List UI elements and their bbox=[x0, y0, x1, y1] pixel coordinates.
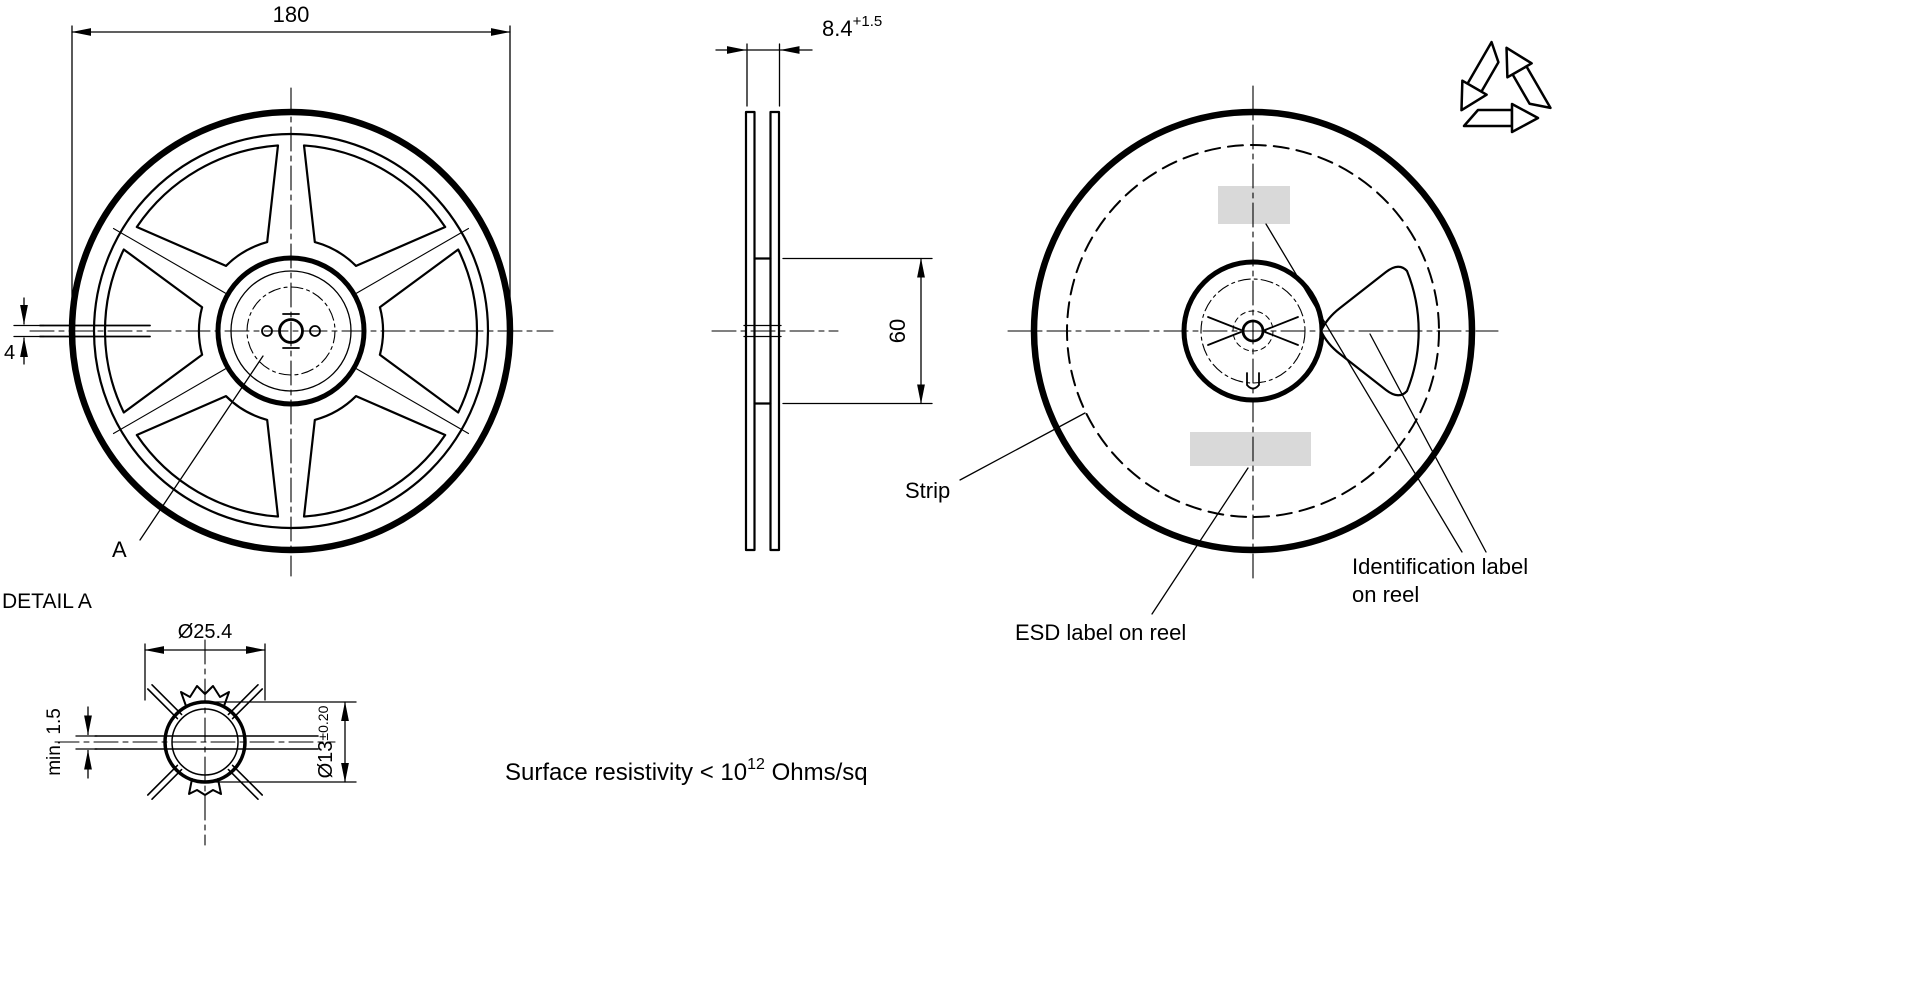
dim-min-1-5: min. 1.5 bbox=[44, 706, 98, 779]
detail-slot-lines bbox=[94, 735, 319, 750]
dim-4-label: 4 bbox=[4, 342, 15, 364]
strip-leader bbox=[959, 412, 1086, 481]
front-spoke-centerlines bbox=[112, 227, 470, 435]
detail-a-marker: A bbox=[112, 537, 127, 562]
back-outer-flange bbox=[1030, 108, 1476, 554]
back-centerlines bbox=[1007, 85, 1499, 579]
identification-label-text-line1: Identification label bbox=[1352, 554, 1528, 579]
dim-diameter-180: 180 bbox=[71, 2, 511, 313]
esd-label-on-reel bbox=[1190, 432, 1311, 466]
detail-a-view: Ø25.4 min. 1.5 Ø13±0.20 bbox=[44, 621, 357, 846]
dim-25-4-label: Ø25.4 bbox=[178, 621, 232, 643]
dim-hub-60: 60 bbox=[782, 257, 933, 405]
dim-60-label: 60 bbox=[885, 319, 910, 343]
reel-side-view: 8.4+1.5 60 bbox=[711, 13, 933, 552]
detail-a-callout: A bbox=[112, 355, 264, 562]
surface-resistivity-note: Surface resistivity < 1012 Ohms/sq bbox=[505, 756, 868, 786]
detail-centerlines bbox=[54, 639, 336, 846]
identification-leaders bbox=[1265, 223, 1487, 553]
front-centerlines bbox=[29, 87, 554, 577]
dim-min-1-5-label: min. 1.5 bbox=[44, 708, 65, 776]
esd-leader bbox=[1151, 467, 1249, 615]
dim-clip-25-4: Ø25.4 bbox=[144, 621, 266, 701]
tape-slot-lines bbox=[39, 324, 151, 338]
reel-back-view: Strip Identification label on reel ESD l… bbox=[905, 37, 1557, 645]
dim-width-8-4: 8.4+1.5 bbox=[715, 13, 882, 107]
detail-clip-arms bbox=[147, 683, 264, 801]
detail-clip-tab bbox=[188, 778, 222, 796]
reel-front-view: 180 4 A DETAIL A bbox=[2, 2, 554, 613]
dim-13-label: Ø13±0.20 bbox=[315, 705, 337, 778]
identification-label-on-reel bbox=[1218, 186, 1290, 224]
detail-a-caption: DETAIL A bbox=[2, 590, 92, 613]
dim-180-label: 180 bbox=[273, 2, 310, 27]
dim-slot-4: 4 bbox=[4, 297, 45, 365]
esd-label-text: ESD label on reel bbox=[1015, 620, 1186, 645]
dim-bore-13: Ø13±0.20 bbox=[213, 701, 357, 783]
identification-label-text-line2: on reel bbox=[1352, 582, 1419, 607]
recycling-icon bbox=[1448, 37, 1557, 134]
dim-8-4-label: 8.4+1.5 bbox=[822, 13, 882, 41]
strip-label: Strip bbox=[905, 478, 950, 503]
